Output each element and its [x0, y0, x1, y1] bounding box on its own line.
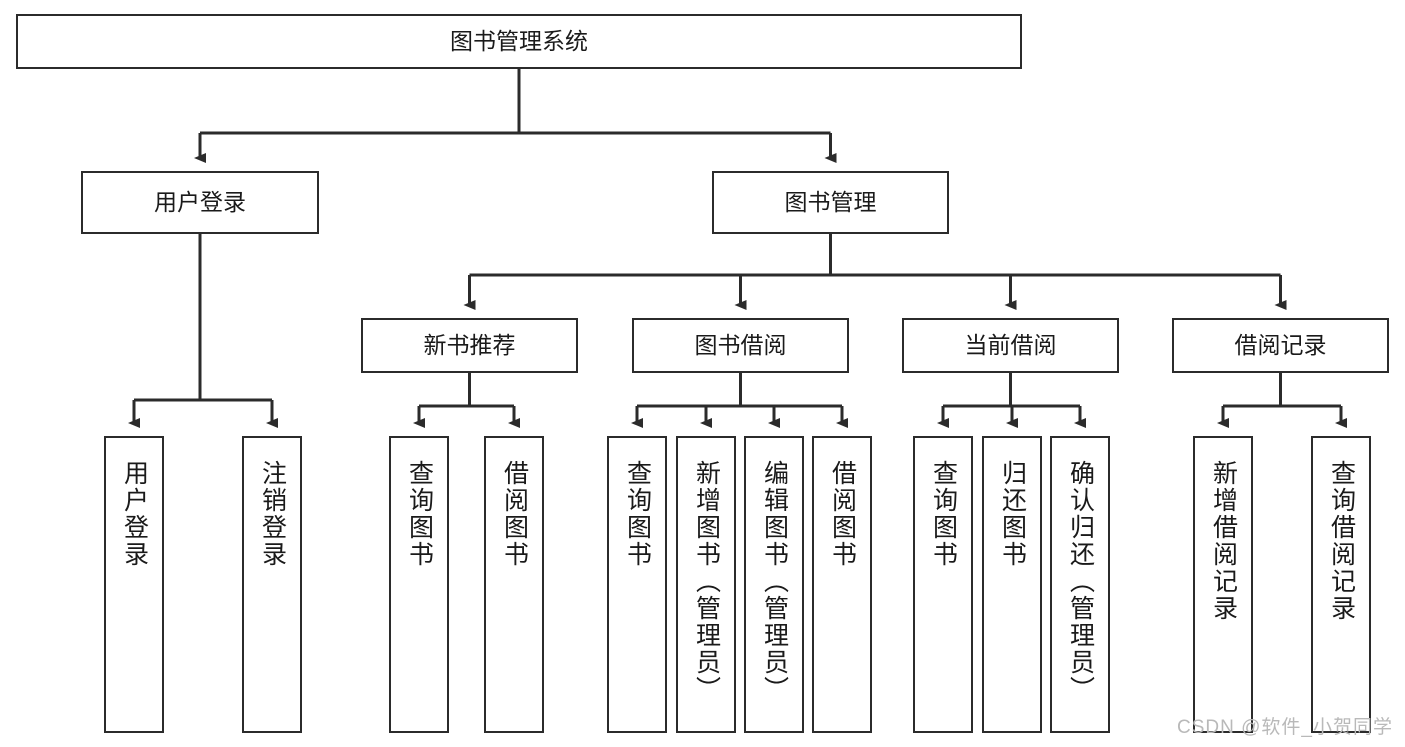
node-leaf-return-book[interactable]: 归还图书: [982, 436, 1042, 733]
node-label-leaf-confirm-return-admin: 确认归还（管理员）: [1066, 460, 1095, 703]
node-leaf-add-book-admin[interactable]: 新增图书（管理员）: [676, 436, 736, 733]
node-leaf-user-logout[interactable]: 注销登录: [242, 436, 302, 733]
node-book-borrow[interactable]: 图书借阅: [632, 318, 849, 373]
node-new-book-recommend[interactable]: 新书推荐: [361, 318, 578, 373]
watermark-label: CSDN @软件_小贺同学: [1177, 717, 1393, 738]
node-label-leaf-edit-book-admin: 编辑图书（管理员）: [760, 460, 789, 703]
node-leaf-borrow-book-new[interactable]: 借阅图书: [484, 436, 544, 733]
node-label-current-borrow: 当前借阅: [964, 332, 1057, 359]
node-user-login[interactable]: 用户登录: [81, 171, 319, 234]
node-label-root: 图书管理系统: [450, 28, 588, 55]
node-label-leaf-query-book-borrow: 查询图书: [623, 460, 652, 568]
node-leaf-borrow-book[interactable]: 借阅图书: [812, 436, 872, 733]
node-book-management[interactable]: 图书管理: [712, 171, 949, 234]
node-label-leaf-query-borrow-record: 查询借阅记录: [1327, 460, 1356, 622]
node-leaf-confirm-return-admin[interactable]: 确认归还（管理员）: [1050, 436, 1110, 733]
node-label-leaf-query-book-current: 查询图书: [929, 460, 958, 568]
node-root[interactable]: 图书管理系统: [16, 14, 1022, 69]
node-borrow-record[interactable]: 借阅记录: [1172, 318, 1389, 373]
node-label-leaf-return-book: 归还图书: [998, 460, 1027, 568]
node-label-borrow-record: 借阅记录: [1234, 332, 1327, 359]
node-leaf-edit-book-admin[interactable]: 编辑图书（管理员）: [744, 436, 804, 733]
node-label-leaf-borrow-book-new: 借阅图书: [500, 460, 529, 568]
node-label-user-login: 用户登录: [154, 189, 246, 216]
node-leaf-query-borrow-record[interactable]: 查询借阅记录: [1311, 436, 1371, 733]
node-leaf-add-borrow-record[interactable]: 新增借阅记录: [1193, 436, 1253, 733]
node-label-new-book-recommend: 新书推荐: [423, 332, 516, 359]
node-current-borrow[interactable]: 当前借阅: [902, 318, 1119, 373]
node-label-leaf-query-book-new: 查询图书: [405, 460, 434, 568]
node-leaf-query-book-new[interactable]: 查询图书: [389, 436, 449, 733]
node-label-book-management: 图书管理: [784, 189, 877, 216]
node-label-leaf-add-borrow-record: 新增借阅记录: [1209, 460, 1238, 622]
node-leaf-user-login[interactable]: 用户登录: [104, 436, 164, 733]
node-label-leaf-borrow-book: 借阅图书: [828, 460, 857, 568]
node-label-book-borrow: 图书借阅: [694, 332, 787, 359]
node-leaf-query-book-current[interactable]: 查询图书: [913, 436, 973, 733]
node-leaf-query-book-borrow[interactable]: 查询图书: [607, 436, 667, 733]
node-label-leaf-user-login: 用户登录: [120, 460, 149, 568]
node-label-leaf-user-logout: 注销登录: [258, 460, 287, 568]
node-label-leaf-add-book-admin: 新增图书（管理员）: [692, 460, 721, 703]
